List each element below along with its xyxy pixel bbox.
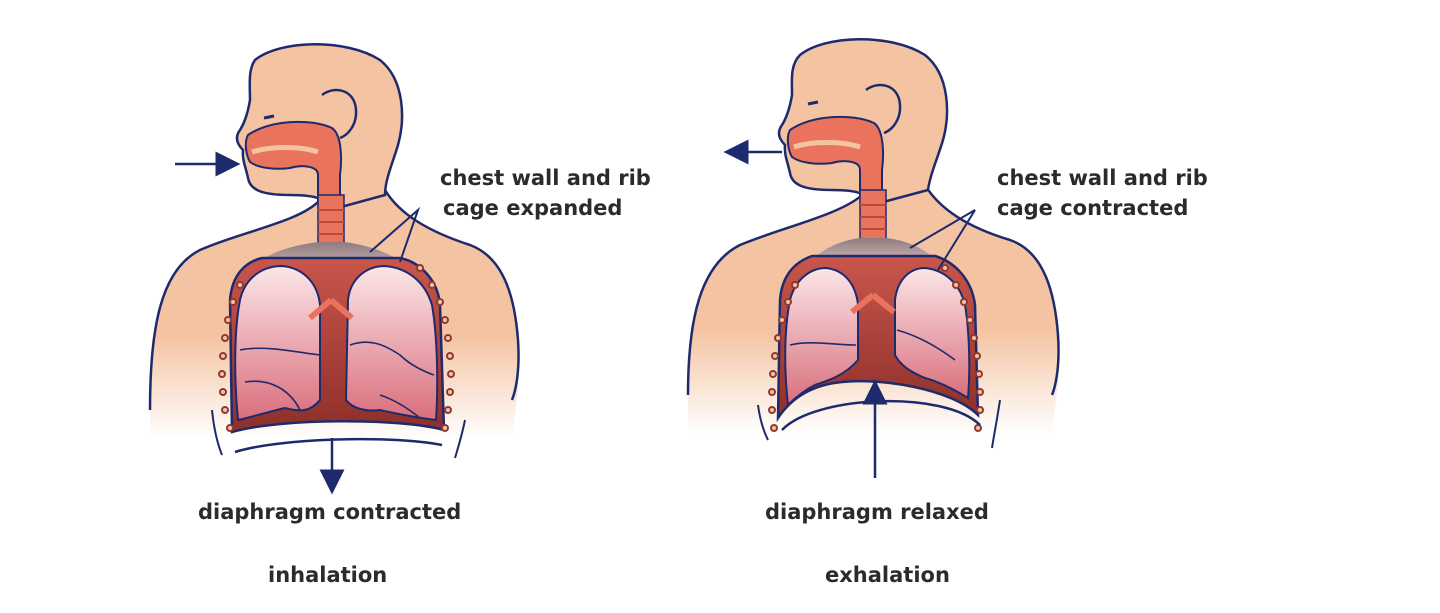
diaphragm-label-inhalation: diaphragm contracted <box>198 500 462 524</box>
exhalation-figure <box>686 38 1060 478</box>
rib-label-line2-inhalation: cage expanded <box>443 196 623 220</box>
right-lung <box>344 264 439 422</box>
nasal-cavity <box>786 115 884 196</box>
nasal-cavity <box>244 120 342 201</box>
diaphragm-label-exhalation: diaphragm relaxed <box>765 500 989 524</box>
rib-cage-dots <box>218 264 455 432</box>
caption-inhalation: inhalation <box>268 563 388 587</box>
rib-label-line1-exhalation: chest wall and rib <box>997 166 1208 190</box>
rib-label-line1-inhalation: chest wall and rib <box>440 166 651 190</box>
rib-label-leader <box>369 206 421 263</box>
rib-label-line2-exhalation: cage contracted <box>997 196 1189 220</box>
left-lung <box>234 264 321 422</box>
rib-cage-dots <box>768 264 984 432</box>
left-lung <box>784 266 859 408</box>
caption-exhalation: exhalation <box>825 563 950 587</box>
inhalation-figure <box>148 43 520 495</box>
right-lung <box>894 266 971 400</box>
diaphragm <box>234 437 443 454</box>
rib-label-leader <box>909 209 976 271</box>
